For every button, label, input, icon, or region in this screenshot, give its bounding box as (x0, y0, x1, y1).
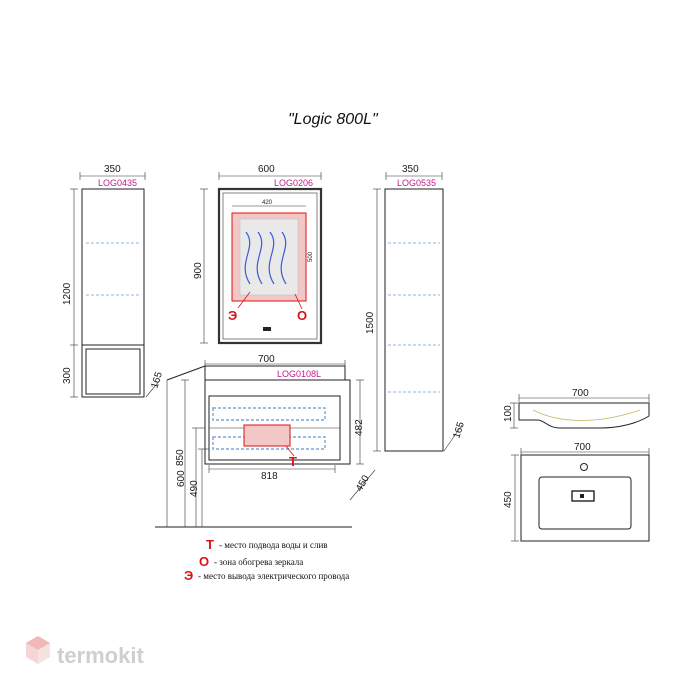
water-connection-zone (243, 424, 291, 447)
mirror-frame (217, 187, 323, 345)
electric-outlet-mark: Э (228, 308, 237, 323)
heating-zone-mark: О (297, 308, 307, 323)
heat-zone-width: 420 (262, 200, 273, 206)
vanity-drawer-width: 818 (261, 471, 278, 482)
column-cabinet-width: 350 (402, 164, 419, 175)
column-cabinet-height: 1500 (365, 311, 376, 334)
column-cabinet-depth: 165 (451, 420, 467, 440)
basin-side-width: 700 (572, 388, 589, 399)
legend-text-water: - место подвода воды и слив (219, 540, 328, 550)
basin-outline (520, 454, 650, 542)
vanity-body (204, 379, 351, 465)
legend-mark-heating: О (199, 554, 209, 569)
column-cabinet-body (384, 188, 444, 452)
basin-top-width: 700 (574, 442, 591, 453)
basin-side-view: 700 100 (503, 388, 650, 429)
legend: Т - место подвода воды и слив О - зона о… (184, 537, 349, 583)
tall-cabinet-lower-height: 300 (62, 367, 73, 384)
tall-cabinet-body (81, 188, 145, 398)
brand-name: termokit (57, 643, 144, 668)
drain-icon (571, 490, 595, 502)
legend-text-electric: - место вывода электрического провода (198, 571, 349, 581)
legend-mark-water: Т (206, 537, 214, 552)
basin-top-depth: 450 (503, 491, 514, 508)
heat-zone-height: 500 (308, 251, 314, 262)
column-cabinet-code: LOG0535 (397, 178, 436, 188)
water-point-height: 600 (176, 470, 187, 487)
water-supply-mark: Т (289, 454, 297, 469)
basin-top-view: 700 450 (503, 442, 650, 542)
vanity-floor-height: 850 (175, 449, 186, 466)
tall-cabinet-height: 1200 (62, 282, 73, 305)
vanity-code: LOG0108L (277, 369, 321, 379)
tall-cabinet: 350 LOG0435 1200 300 165 (62, 164, 165, 398)
hexagon-logo-icon (26, 636, 50, 664)
faucet-hole-icon (580, 463, 588, 471)
mirror-width: 600 (258, 164, 275, 175)
vanity-width: 700 (258, 354, 275, 365)
brand-watermark: termokit (26, 636, 144, 668)
column-cabinet: 350 LOG0535 1500 165 (365, 164, 467, 452)
tall-cabinet-depth: 165 (149, 370, 165, 390)
mirror-height: 900 (193, 262, 204, 279)
legend-text-heating: - зона обогрева зеркала (214, 557, 303, 567)
drain-point-height: 490 (189, 480, 200, 497)
basin-side-height: 100 (503, 405, 514, 422)
tall-cabinet-code: LOG0435 (98, 178, 137, 188)
mirror-code: LOG0206 (274, 178, 313, 188)
tall-cabinet-width: 350 (104, 164, 121, 175)
legend-mark-electric: Э (184, 568, 193, 583)
vanity-height: 482 (354, 419, 365, 436)
mirror: 600 LOG0206 420 500 900 Э О (193, 164, 323, 345)
drawing-title: "Logic 800L" (288, 111, 379, 128)
heating-wave-icon (244, 231, 251, 285)
vanity-unit: 700 LOG0108L Т 818 482 450 850 600 490 (155, 354, 376, 528)
